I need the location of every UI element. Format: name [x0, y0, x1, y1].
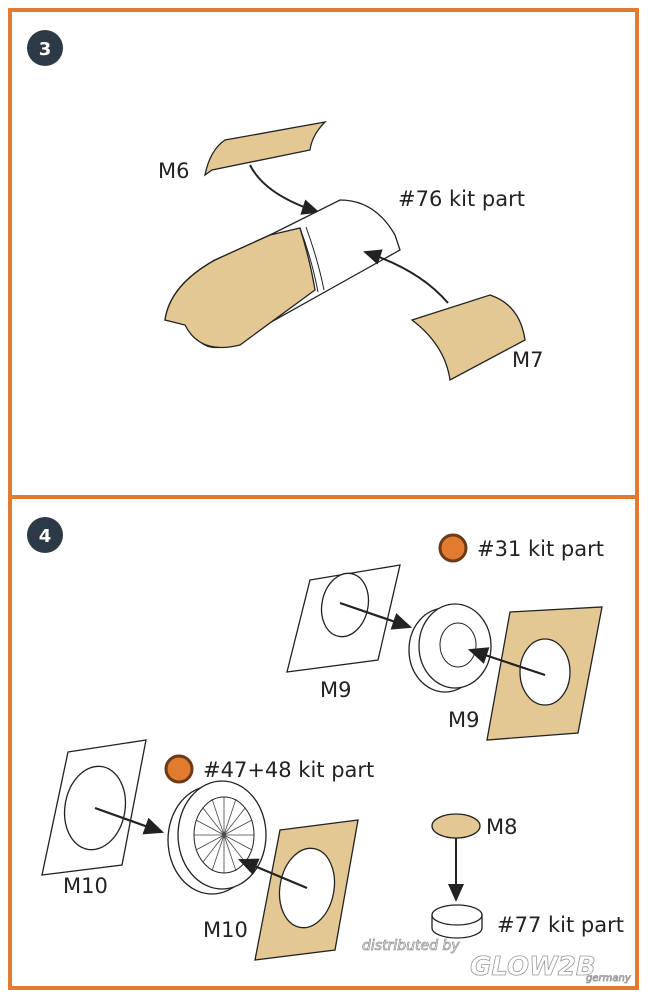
label-m9-right: M9 — [448, 708, 479, 732]
part-m6 — [204, 120, 327, 177]
step-4: 4 #31 kit part M9 M9 #47+48 kit part M10 — [27, 517, 624, 961]
step-4-number: 4 — [39, 526, 52, 547]
arrow-m7 — [363, 249, 449, 304]
label-m10-right: M10 — [203, 918, 248, 942]
arrow-m9-right — [467, 647, 546, 677]
part-m7 — [410, 294, 526, 382]
label-kit-4748: #47+48 kit part — [203, 758, 374, 782]
part-76-masked-area — [164, 227, 316, 349]
step-3: 3 M6 #76 kit part M7 — [27, 30, 543, 382]
label-m10-left: M10 — [63, 874, 108, 898]
watermark-line1: distributed by — [362, 938, 460, 954]
label-m8: M8 — [486, 815, 517, 839]
watermark: distributed by GLOW2B germany — [362, 938, 633, 985]
arrow-m9-left — [339, 601, 413, 630]
label-kit-76: #76 kit part — [398, 187, 525, 211]
remove-part-icon — [164, 754, 194, 784]
step-4-badge — [27, 517, 63, 553]
watermark-logo: GLOW2B — [470, 952, 596, 982]
arrow-m10-right — [237, 858, 308, 890]
part-m8 — [431, 813, 481, 839]
arrow-m10-left — [94, 806, 165, 835]
wheel-spokes — [194, 797, 254, 873]
label-kit-77: #77 kit part — [497, 913, 624, 937]
remove-part-icon — [438, 533, 468, 563]
label-m9-left: M9 — [320, 678, 351, 702]
watermark-line3: germany — [586, 973, 632, 984]
label-m6: M6 — [158, 159, 189, 183]
step-3-number: 3 — [39, 39, 52, 60]
label-m7: M7 — [512, 348, 543, 372]
arrow-m6 — [249, 164, 320, 215]
step-3-badge — [27, 30, 63, 66]
label-kit-31: #31 kit part — [477, 537, 604, 561]
